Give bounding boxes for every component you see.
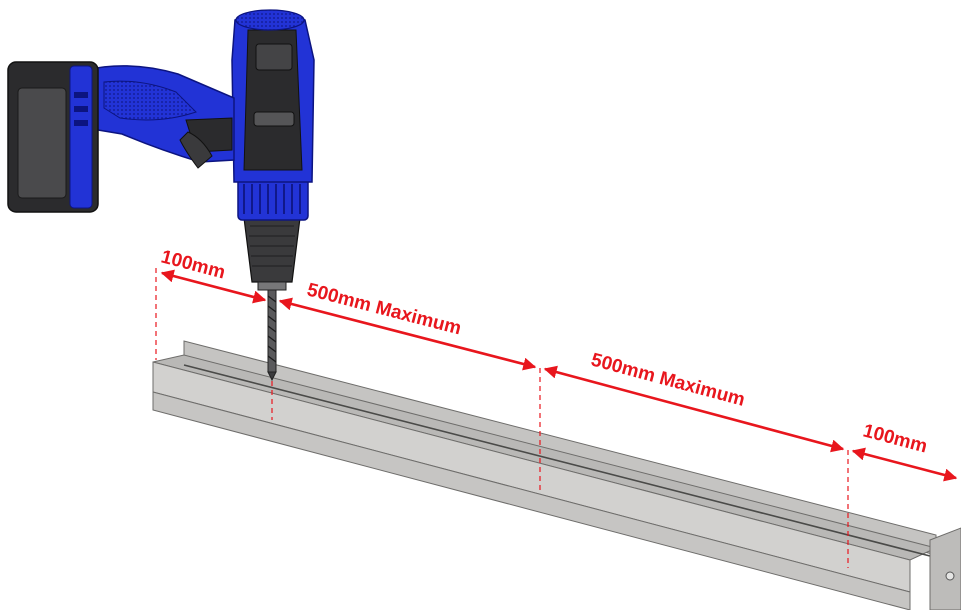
label-left-edge: 100mm: [159, 247, 228, 284]
drill-chuck: [243, 217, 301, 291]
drill-bit: [267, 287, 277, 382]
direction-knob: [235, 9, 305, 31]
label-right-edge: 100mm: [861, 421, 930, 458]
torque-collar: [237, 177, 309, 221]
drill-trigger: [179, 131, 213, 169]
cordless-drill-icon: [7, 9, 315, 382]
label-span-1: 500mm Maximum: [305, 280, 464, 340]
handle-grip: [103, 80, 197, 121]
channel-end-cap: [929, 527, 961, 610]
dimension-arrow-right-edge: [851, 447, 958, 482]
channel-front-upper: [152, 361, 911, 593]
channel-front-lower: [152, 391, 911, 610]
dimension-arrow-span-1: [278, 297, 537, 371]
dimension-arrow-left-edge: [160, 269, 267, 304]
end-cap-screw: [945, 571, 955, 581]
channel-groove: [183, 364, 931, 557]
aluminium-channel-icon: [152, 340, 961, 610]
dimension-arrow-span-2: [543, 365, 845, 453]
battery-pack: [7, 61, 99, 213]
dimension-arrows: [160, 269, 958, 482]
